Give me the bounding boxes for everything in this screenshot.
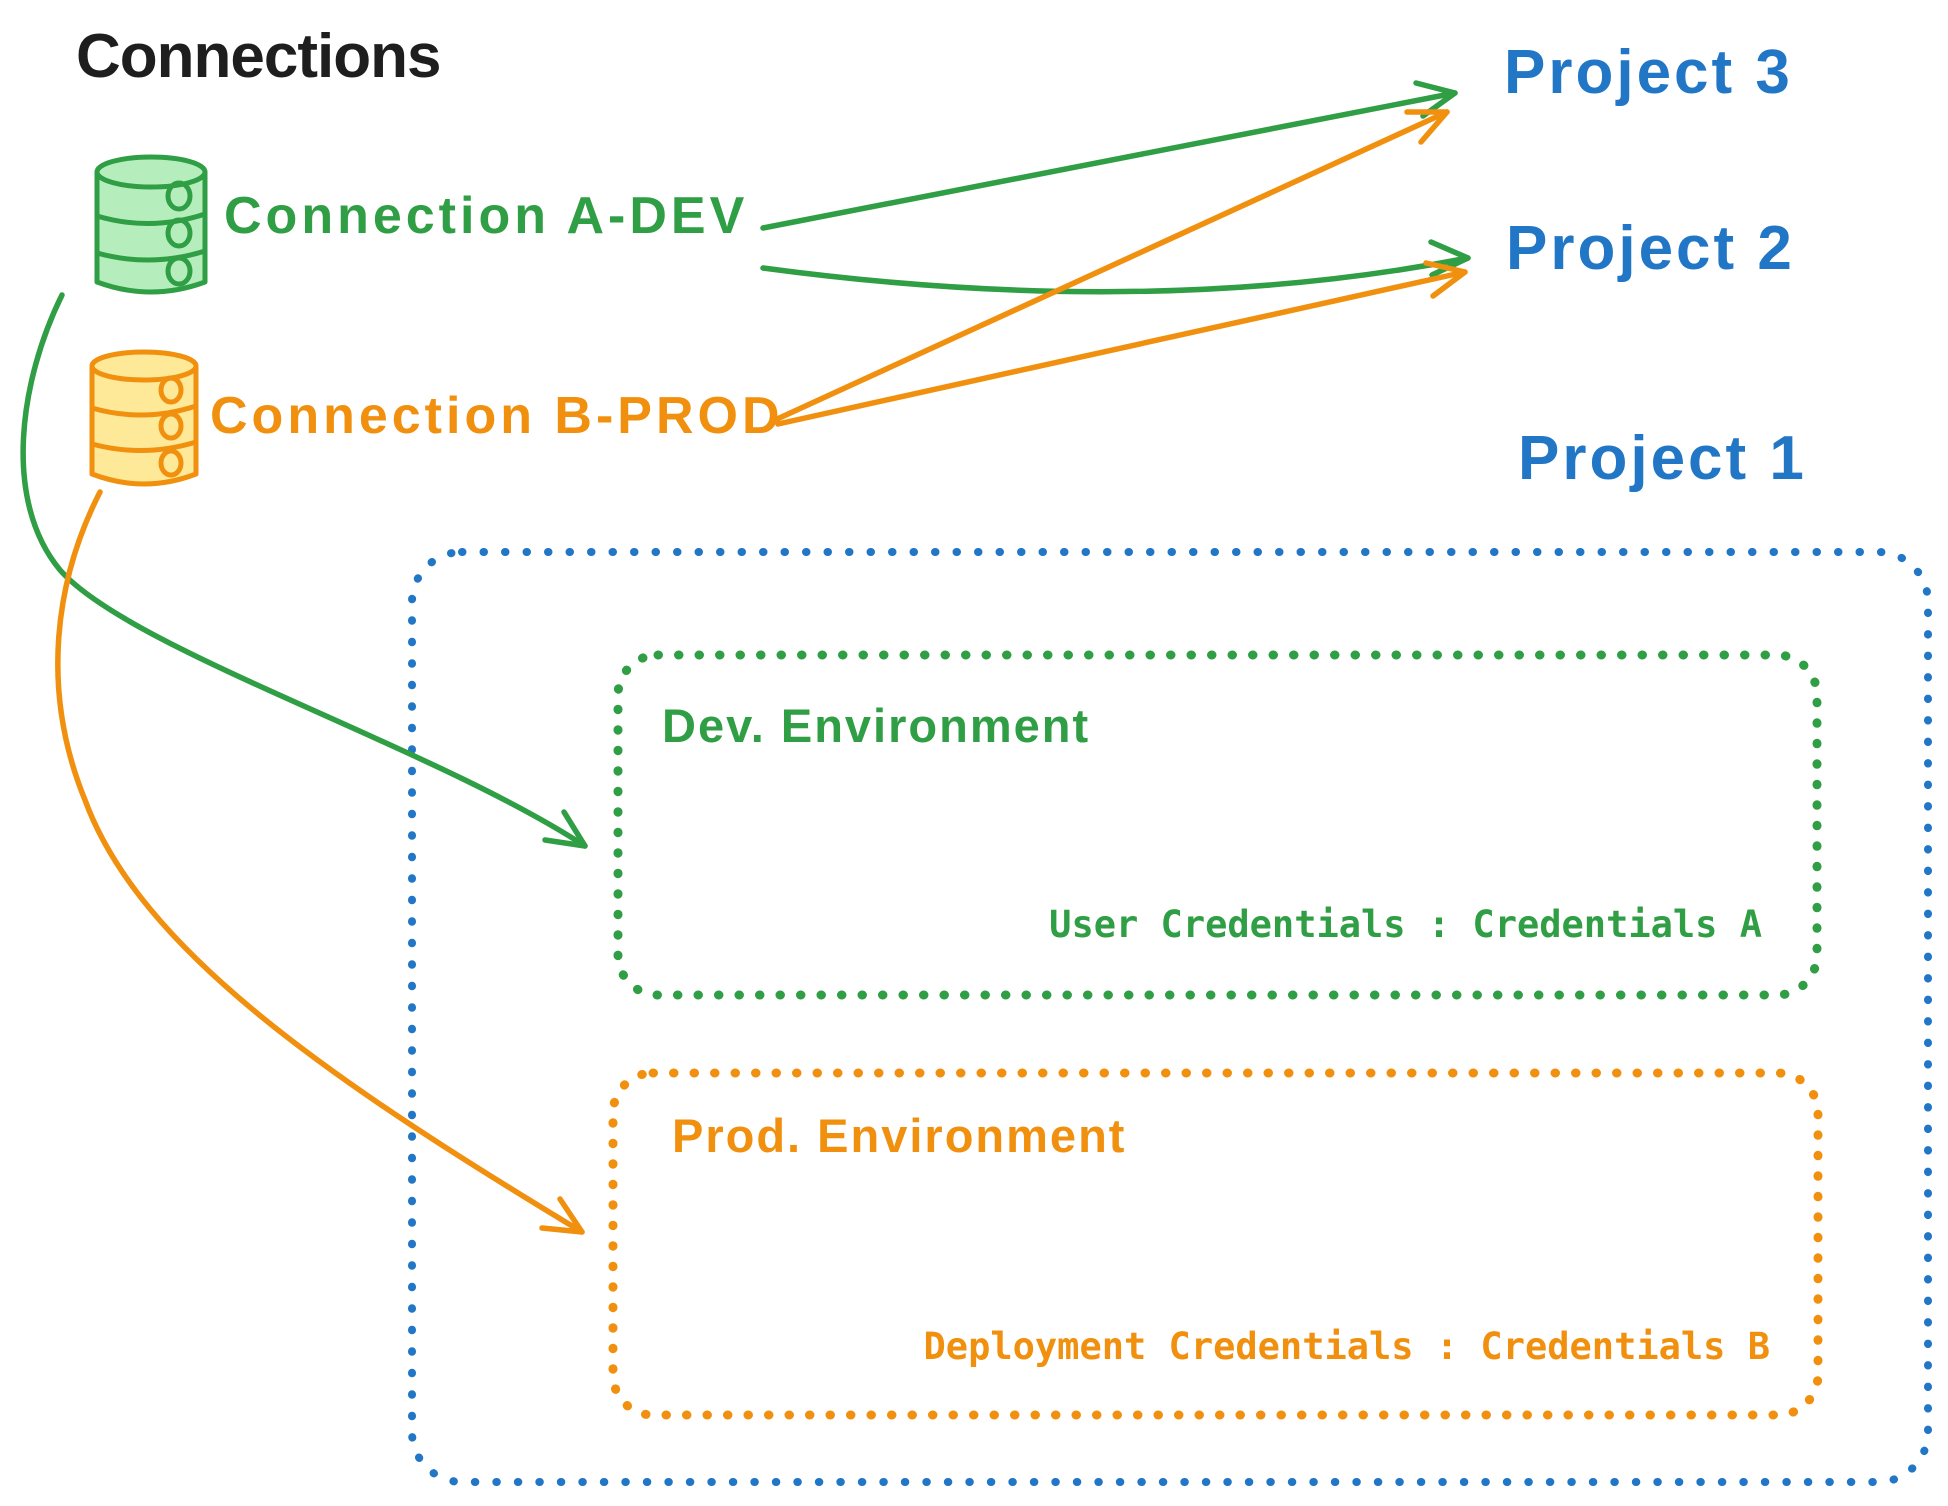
database-icon: [89, 349, 199, 487]
project-1-label: Project 1: [1518, 424, 1807, 493]
arrow-b-prod-to-project-2: [775, 260, 1468, 427]
dev-environment-credentials: User Credentials : Credentials A: [1049, 903, 1762, 946]
prod-environment-credentials: Deployment Credentials : Credentials B: [923, 1325, 1770, 1368]
project-1-boundary-box: [408, 548, 1932, 1486]
arrow-b-prod-to-prod-environment: [55, 489, 585, 1235]
project-3-label: Project 3: [1504, 38, 1793, 107]
database-icon: [94, 154, 208, 295]
dev-environment-box: [613, 650, 1822, 1000]
dev-environment-title: Dev. Environment: [662, 699, 1091, 752]
arrow-a-dev-to-dev-environment: [20, 292, 588, 849]
connection-b-prod-label: Connection B-PROD: [210, 387, 784, 445]
prod-environment-title: Prod. Environment: [672, 1109, 1127, 1162]
prod-environment-box: [608, 1068, 1823, 1420]
arrow-a-dev-to-project-3: [760, 80, 1458, 231]
diagram-title: Connections: [76, 22, 441, 91]
connection-a-dev-label: Connection A-DEV: [224, 187, 749, 245]
arrow-b-prod-to-project-3: [772, 109, 1450, 423]
project-2-label: Project 2: [1506, 214, 1795, 283]
